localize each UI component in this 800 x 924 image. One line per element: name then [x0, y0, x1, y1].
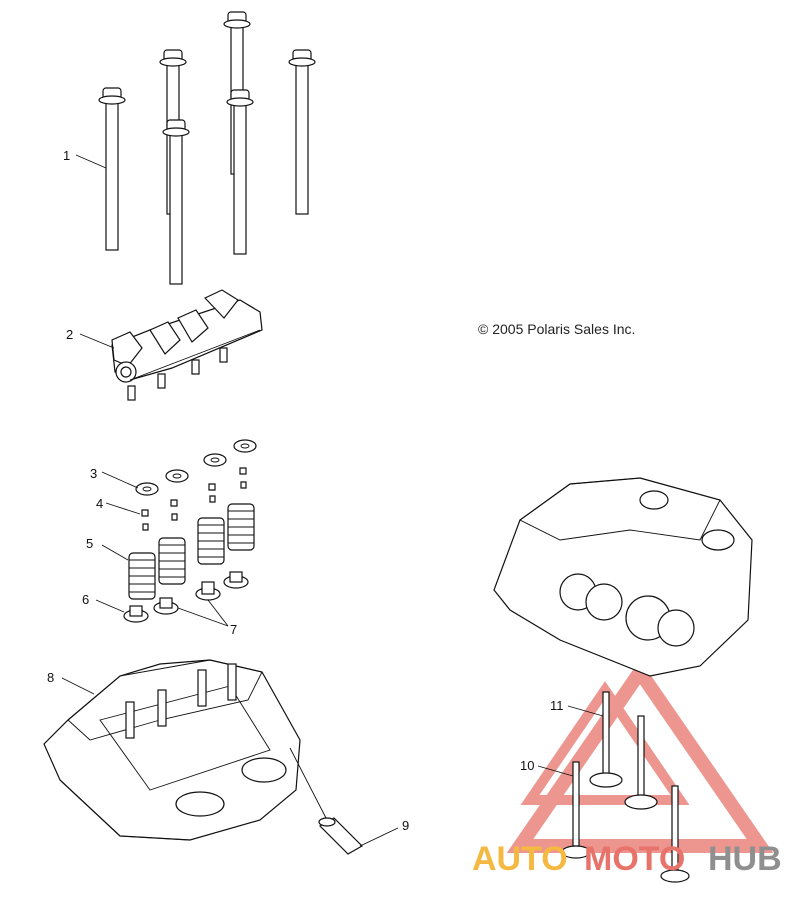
- callout-9: 9: [402, 818, 409, 833]
- callout-11: 11: [550, 698, 564, 713]
- head-bolt: [288, 49, 316, 215]
- leader-lines: [61, 154, 604, 847]
- cylinder-head-bolts: [98, 11, 316, 285]
- callout-5: 5: [86, 536, 93, 551]
- callout-8: 8: [47, 670, 54, 685]
- head-bolt: [98, 87, 126, 251]
- exhaust-valve: [561, 761, 591, 859]
- valve-spring: [197, 517, 225, 565]
- watermark-auto: AUTO: [472, 840, 568, 878]
- callout-3: 3: [90, 466, 97, 481]
- intake-valve: [589, 691, 623, 788]
- copyright-notice: © 2005 Polaris Sales Inc.: [478, 321, 635, 337]
- callout-4: 4: [96, 496, 103, 511]
- exhaust-valve: [660, 785, 690, 883]
- callout-2: 2: [66, 327, 73, 342]
- cylinder-head-right: [493, 477, 753, 677]
- callout-6: 6: [82, 592, 89, 607]
- valve-keepers: [141, 467, 247, 531]
- valve-spring: [158, 537, 186, 585]
- callout-labels: 1 2 3 4 5 6 7 8 9 10 11: [47, 148, 564, 833]
- cylinder-head-left: [43, 659, 301, 841]
- callout-7: 7: [230, 622, 237, 637]
- head-bolt: [162, 119, 190, 285]
- valve-seals: [123, 571, 249, 623]
- valve-spring-retainers: [135, 439, 257, 496]
- watermark-hub: HUB: [708, 840, 782, 878]
- valve-spring: [128, 552, 156, 600]
- dowel-pin: [318, 817, 363, 855]
- watermark-wordmark: AUTO MOTO HUB: [472, 840, 782, 878]
- valve-spring: [227, 503, 255, 551]
- intake-valve: [624, 715, 658, 810]
- head-bolt: [226, 89, 254, 255]
- watermark-moto: MOTO: [584, 840, 685, 878]
- valve-springs: [128, 503, 255, 600]
- valves: [561, 691, 690, 883]
- callout-1: 1: [63, 148, 70, 163]
- callout-10: 10: [520, 758, 534, 773]
- rocker-arm-assembly: [111, 289, 263, 401]
